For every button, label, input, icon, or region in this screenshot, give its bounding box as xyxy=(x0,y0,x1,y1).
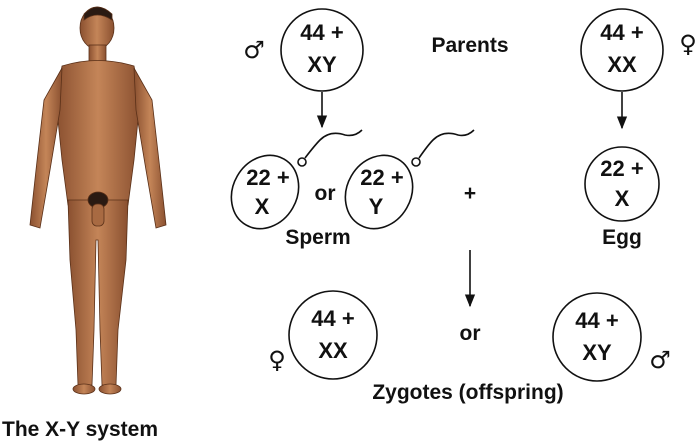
figure-caption: The X-Y system xyxy=(2,418,158,441)
sperm-x-autosomes: 22 + xyxy=(246,165,289,190)
zygote-male-sex-chromosomes: XY xyxy=(582,340,612,365)
zygote-female-autosomes: 44 + xyxy=(311,306,354,331)
sperm-or: or xyxy=(315,182,336,205)
zygote-or: or xyxy=(460,322,481,345)
female-symbol-icon: ♀ xyxy=(679,30,697,58)
female-symbol-icon: ♀ xyxy=(268,346,286,374)
egg-autosomes: 22 + xyxy=(600,156,643,181)
zygote-male-autosomes: 44 + xyxy=(575,308,618,333)
male-symbol-icon: ♂ xyxy=(243,36,265,64)
zygote-male: 44 + XY xyxy=(552,292,642,382)
zygotes-label: Zygotes (offspring) xyxy=(372,381,563,404)
mother-sex-chromosomes: XX xyxy=(607,52,637,77)
human-male-figure xyxy=(29,6,167,395)
father-cell: 44 + XY xyxy=(280,8,364,92)
father-autosomes: 44 + xyxy=(300,20,343,45)
father-sex-chromosomes: XY xyxy=(307,52,337,77)
sperm-y-chromosome: Y xyxy=(369,194,384,219)
sperm-y-autosomes: 22 + xyxy=(360,165,403,190)
sperm-x-chromosome: X xyxy=(255,194,270,219)
plus-sign: + xyxy=(464,182,476,205)
zygote-female: 44 + XX xyxy=(288,290,378,380)
sperm-x: 22 + X xyxy=(230,129,363,230)
mother-cell: 44 + XX xyxy=(580,8,664,92)
male-symbol-icon: ♂ xyxy=(649,346,671,374)
egg-label: Egg xyxy=(602,226,642,249)
mother-autosomes: 44 + xyxy=(600,20,643,45)
sperm-label: Sperm xyxy=(285,226,350,249)
parents-label: Parents xyxy=(431,34,508,57)
sperm-y: 22 + Y xyxy=(344,129,475,230)
egg-sex-chromosome: X xyxy=(615,186,630,211)
egg-cell: 22 + X xyxy=(584,146,660,222)
zygote-female-sex-chromosomes: XX xyxy=(318,338,348,363)
